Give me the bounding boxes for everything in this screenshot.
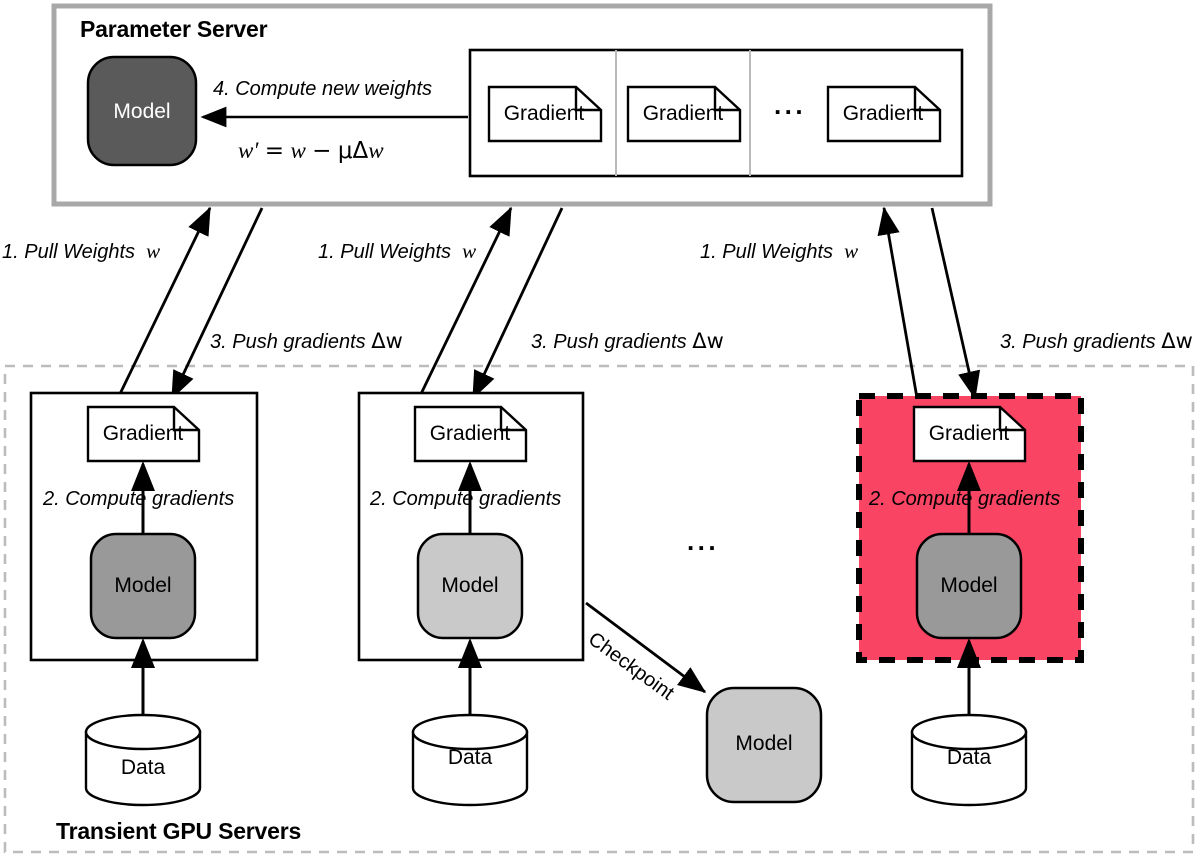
gpu2-gradient-label: Gradient [429,422,511,445]
ps-gradient-label-2: Gradient [642,102,724,125]
gpu2-gradient-doc [413,405,528,463]
push-gradients-var-1: Δw [371,329,403,353]
pull-weights-label-3: 1. Pull Weights w [700,239,858,264]
ps-model-label: Model [113,100,171,123]
gpu3-model-label: Model [940,574,998,597]
push-arrow-2 [471,207,564,400]
pull-arrow-3 [877,206,919,399]
equation-delta: Δ [352,138,369,164]
equation-rhs-w: w [290,138,306,163]
gpu-servers-ellipsis: ··· [687,532,719,563]
push-gradients-label-1: 3. Push gradients Δw [210,329,403,354]
gpu1-data-cylinder [84,713,202,807]
checkpoint-arrow [585,601,707,694]
gpu1-gradient-doc [86,405,201,463]
pull-weights-var-3: w [844,239,859,263]
push-gradients-var-3: Δw [1161,329,1193,353]
gpu3-step2-label: 2. Compute gradients [869,488,1061,510]
gpu1-model-label: Model [114,574,172,597]
push-gradients-label-2: 3. Push gradients Δw [531,329,724,354]
push-gradients-text-3: 3. Push gradients [1000,331,1156,353]
ps-gradient-doc-1 [487,85,603,143]
pull-weights-label-2: 1. Pull Weights w [318,239,476,264]
gpu3-data-label: Data [946,746,992,769]
page-title: Parameter Server [80,16,268,42]
transient-gpu-container [3,364,1195,854]
equation-equals: = [264,138,285,164]
push-gradients-text-2: 3. Push gradients [531,331,687,353]
gpu1-step2-label: 2. Compute gradients [43,488,235,510]
pull-weights-text-3: 1. Pull Weights [700,241,834,263]
pull-weights-label-1: 1. Pull Weights w [2,239,160,264]
checkpoint-model-label: Model [735,732,793,755]
equation-mu: μ [337,138,353,164]
gpu1-gradient-label: Gradient [102,422,184,445]
checkpoint-model-shape [705,686,823,804]
gpu3-data-cylinder [910,713,1028,807]
gpu3-gradient-label: Gradient [928,422,1010,445]
gpu2-data-label: Data [447,746,493,769]
push-arrow-3 [930,207,981,400]
gpu2-model-label: Model [441,574,499,597]
push-gradients-text-1: 3. Push gradients [210,331,366,353]
ps-gradient-label-1: Gradient [503,102,585,125]
equation-lhs-w: w [238,138,254,163]
transient-servers-title: Transient GPU Servers [56,818,302,844]
pull-weights-var-1: w [146,239,161,263]
pull-weights-var-2: w [462,239,477,263]
step4-label: 4. Compute new weights [213,78,433,100]
equation-dw: w [368,138,384,163]
ps-gradient-label-3: Gradient [842,102,924,125]
ps-gradient-ellipsis: ··· [774,96,806,127]
gpu1-data-label: Data [120,756,166,779]
gpu3-gradient-doc [912,405,1027,463]
push-gradients-var-2: Δw [692,329,724,353]
equation-prime: ′ [253,138,259,163]
pull-arrow-2 [417,206,513,399]
push-arrow-1 [170,207,264,400]
pull-arrow-1 [116,206,212,399]
pull-weights-text-1: 1. Pull Weights [2,241,136,263]
ps-gradient-doc-3 [826,85,942,143]
ps-gradient-doc-2 [626,85,742,143]
ps-model-shape [86,55,198,167]
equation-minus: − [312,138,332,164]
weight-update-equation: w′ = w − μΔw [238,137,384,164]
pull-weights-text-2: 1. Pull Weights [318,241,452,263]
push-gradients-label-3: 3. Push gradients Δw [1000,329,1193,354]
gpu2-step2-label: 2. Compute gradients [370,488,562,510]
gpu2-data-cylinder [411,713,529,807]
